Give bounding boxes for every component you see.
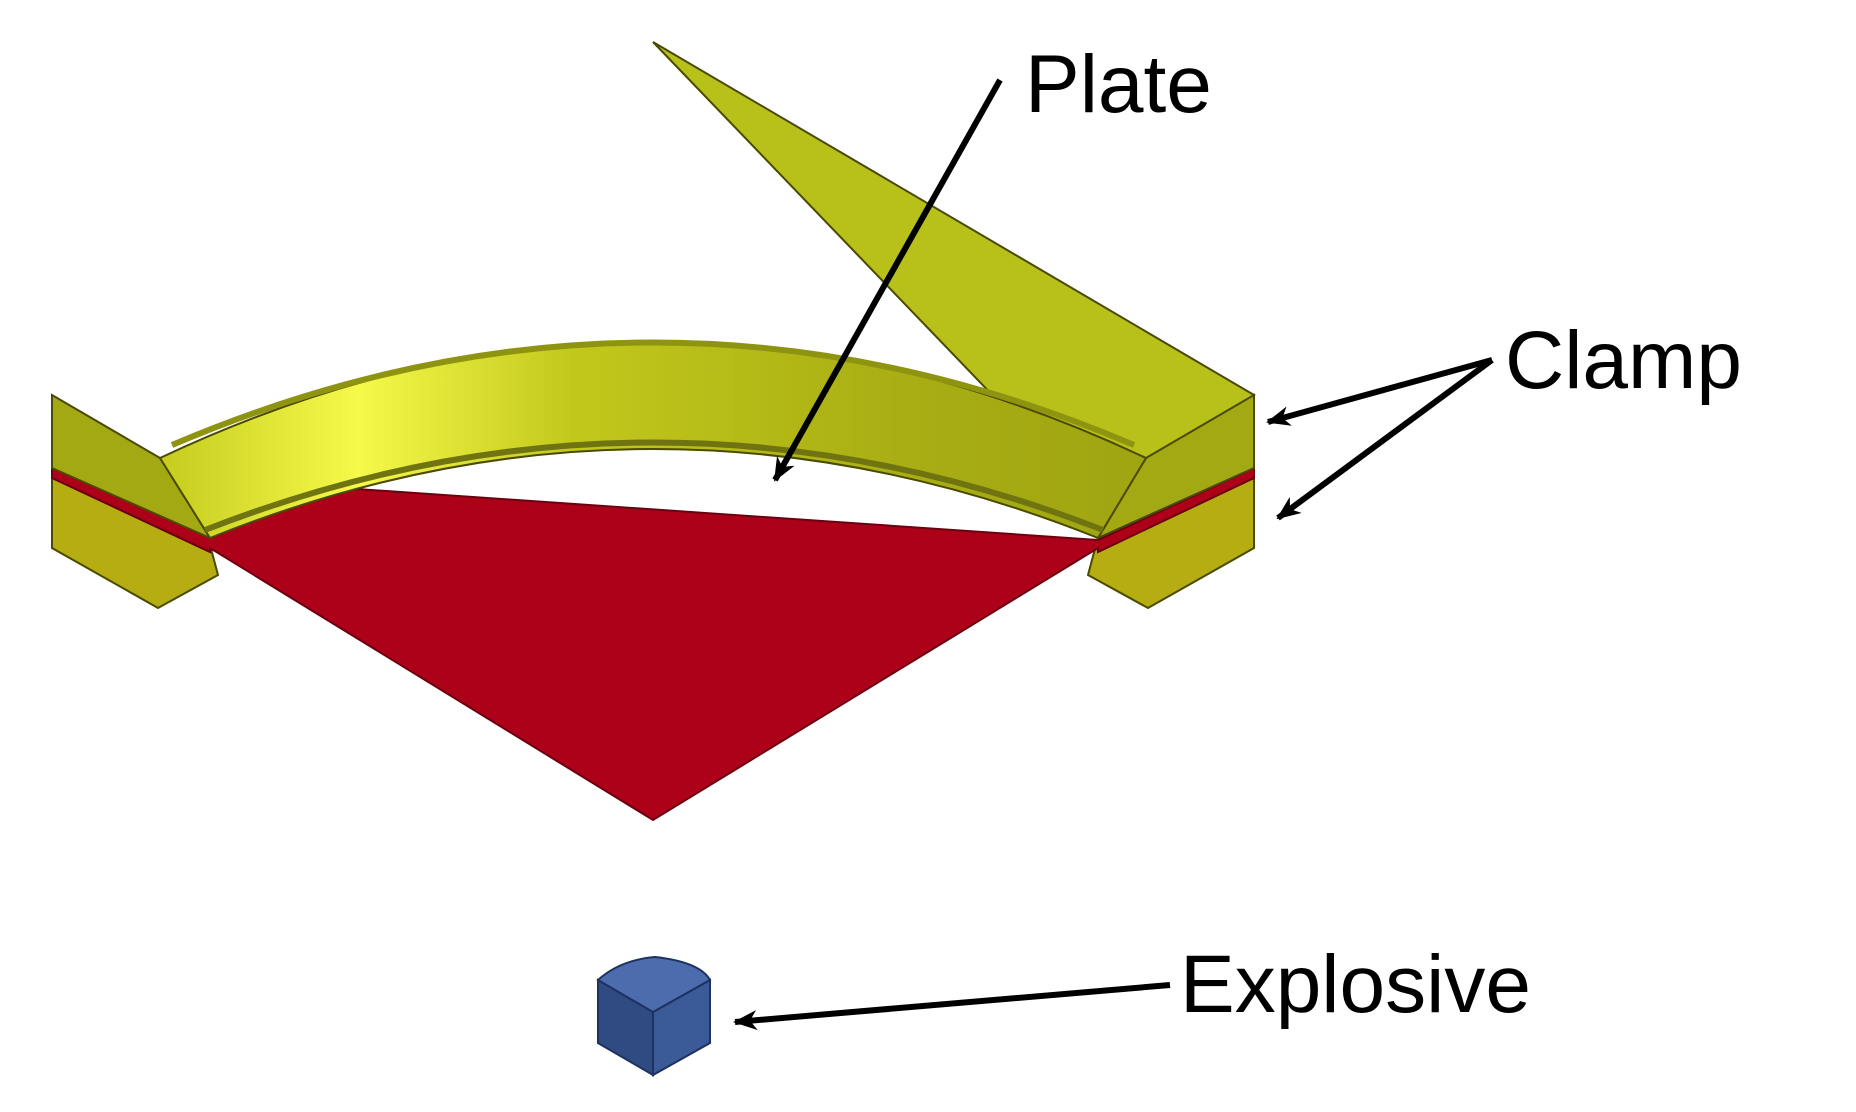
plate-label: Plate bbox=[1025, 39, 1212, 130]
explosive-arrow bbox=[733, 982, 1171, 1031]
callout-arrows bbox=[733, 78, 1494, 1031]
plate-arrow bbox=[772, 78, 1003, 482]
upper-clamp-ring-inner-edge bbox=[203, 439, 1105, 533]
labels: Plate Clamp Explosive bbox=[1025, 39, 1742, 1030]
clamp-label: Clamp bbox=[1505, 315, 1742, 406]
explosive-label: Explosive bbox=[1180, 939, 1531, 1030]
clamp-arrow-upper bbox=[1266, 357, 1493, 426]
explosive-charge bbox=[596, 955, 712, 1077]
upper-clamp bbox=[51, 41, 1256, 541]
clamp-arrow-lower bbox=[1276, 357, 1494, 521]
upper-clamp-ring-groove bbox=[170, 339, 1136, 448]
explosive-top-face bbox=[596, 955, 712, 1014]
